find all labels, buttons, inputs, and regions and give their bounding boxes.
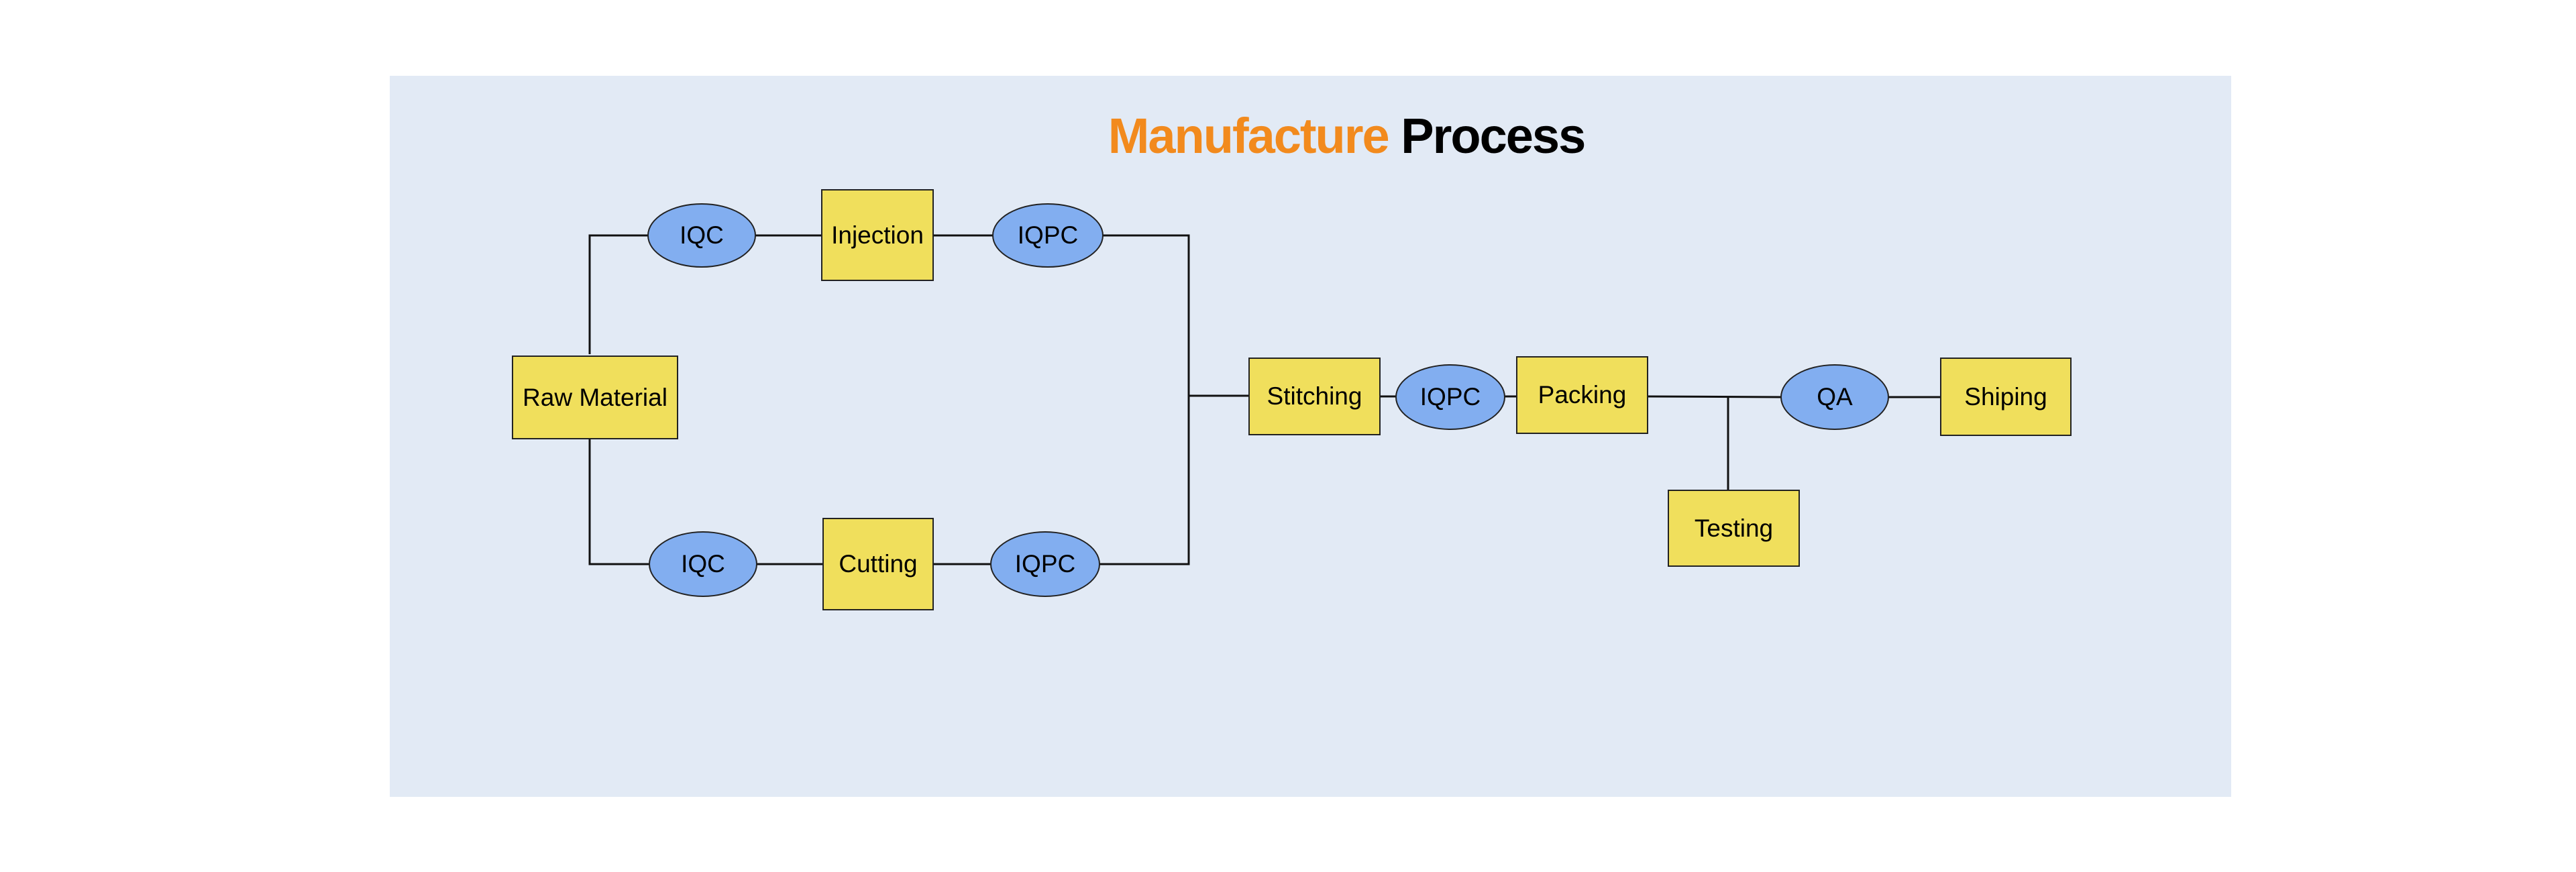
title-word-process: Process [1401,108,1586,164]
packing-label: Packing [1538,381,1627,408]
cutting-box[interactable]: Cutting [822,518,934,610]
iqpc-mid-label: IQPC [1419,383,1481,411]
shiping-box[interactable]: Shiping [1940,358,2072,436]
stitching-box[interactable]: Stitching [1248,358,1381,435]
title-word-manufacture: Manufacture [1108,108,1390,164]
connector-raw-to-top [588,234,649,354]
cutting-label: Cutting [839,550,918,578]
iqpc-bottom-label: IQPC [1014,550,1076,578]
iqpc-top-label: IQPC [1017,221,1079,249]
iqc-top-oval[interactable]: IQC [647,203,756,268]
iqc-bottom-oval[interactable]: IQC [649,531,757,597]
connector-raw-to-bottom [588,439,650,565]
connector-top-merge [1102,234,1190,396]
diagram-panel [390,76,2231,797]
qa-label: QA [1817,383,1853,411]
connector-bottom-merge [1099,396,1190,565]
testing-label: Testing [1694,514,1774,542]
injection-box[interactable]: Injection [821,189,934,281]
stitching-label: Stitching [1267,382,1362,410]
iqpc-top-oval[interactable]: IQPC [992,203,1104,268]
iqpc-bottom-oval[interactable]: IQPC [990,531,1100,597]
packing-box[interactable]: Packing [1516,356,1648,434]
iqc-top-label: IQC [680,221,724,249]
raw-material-box[interactable]: Raw Material [512,356,678,439]
qa-oval[interactable]: QA [1780,364,1889,430]
injection-label: Injection [831,221,924,249]
connector-packing-qa [1646,395,1782,398]
shiping-label: Shiping [1964,382,2047,411]
iqpc-mid-oval[interactable]: IQPC [1395,364,1505,430]
iqc-bottom-label: IQC [681,550,725,578]
testing-box[interactable]: Testing [1668,490,1800,567]
diagram-title: Manufacture Process [0,107,2576,164]
raw-material-label: Raw Material [523,383,667,411]
